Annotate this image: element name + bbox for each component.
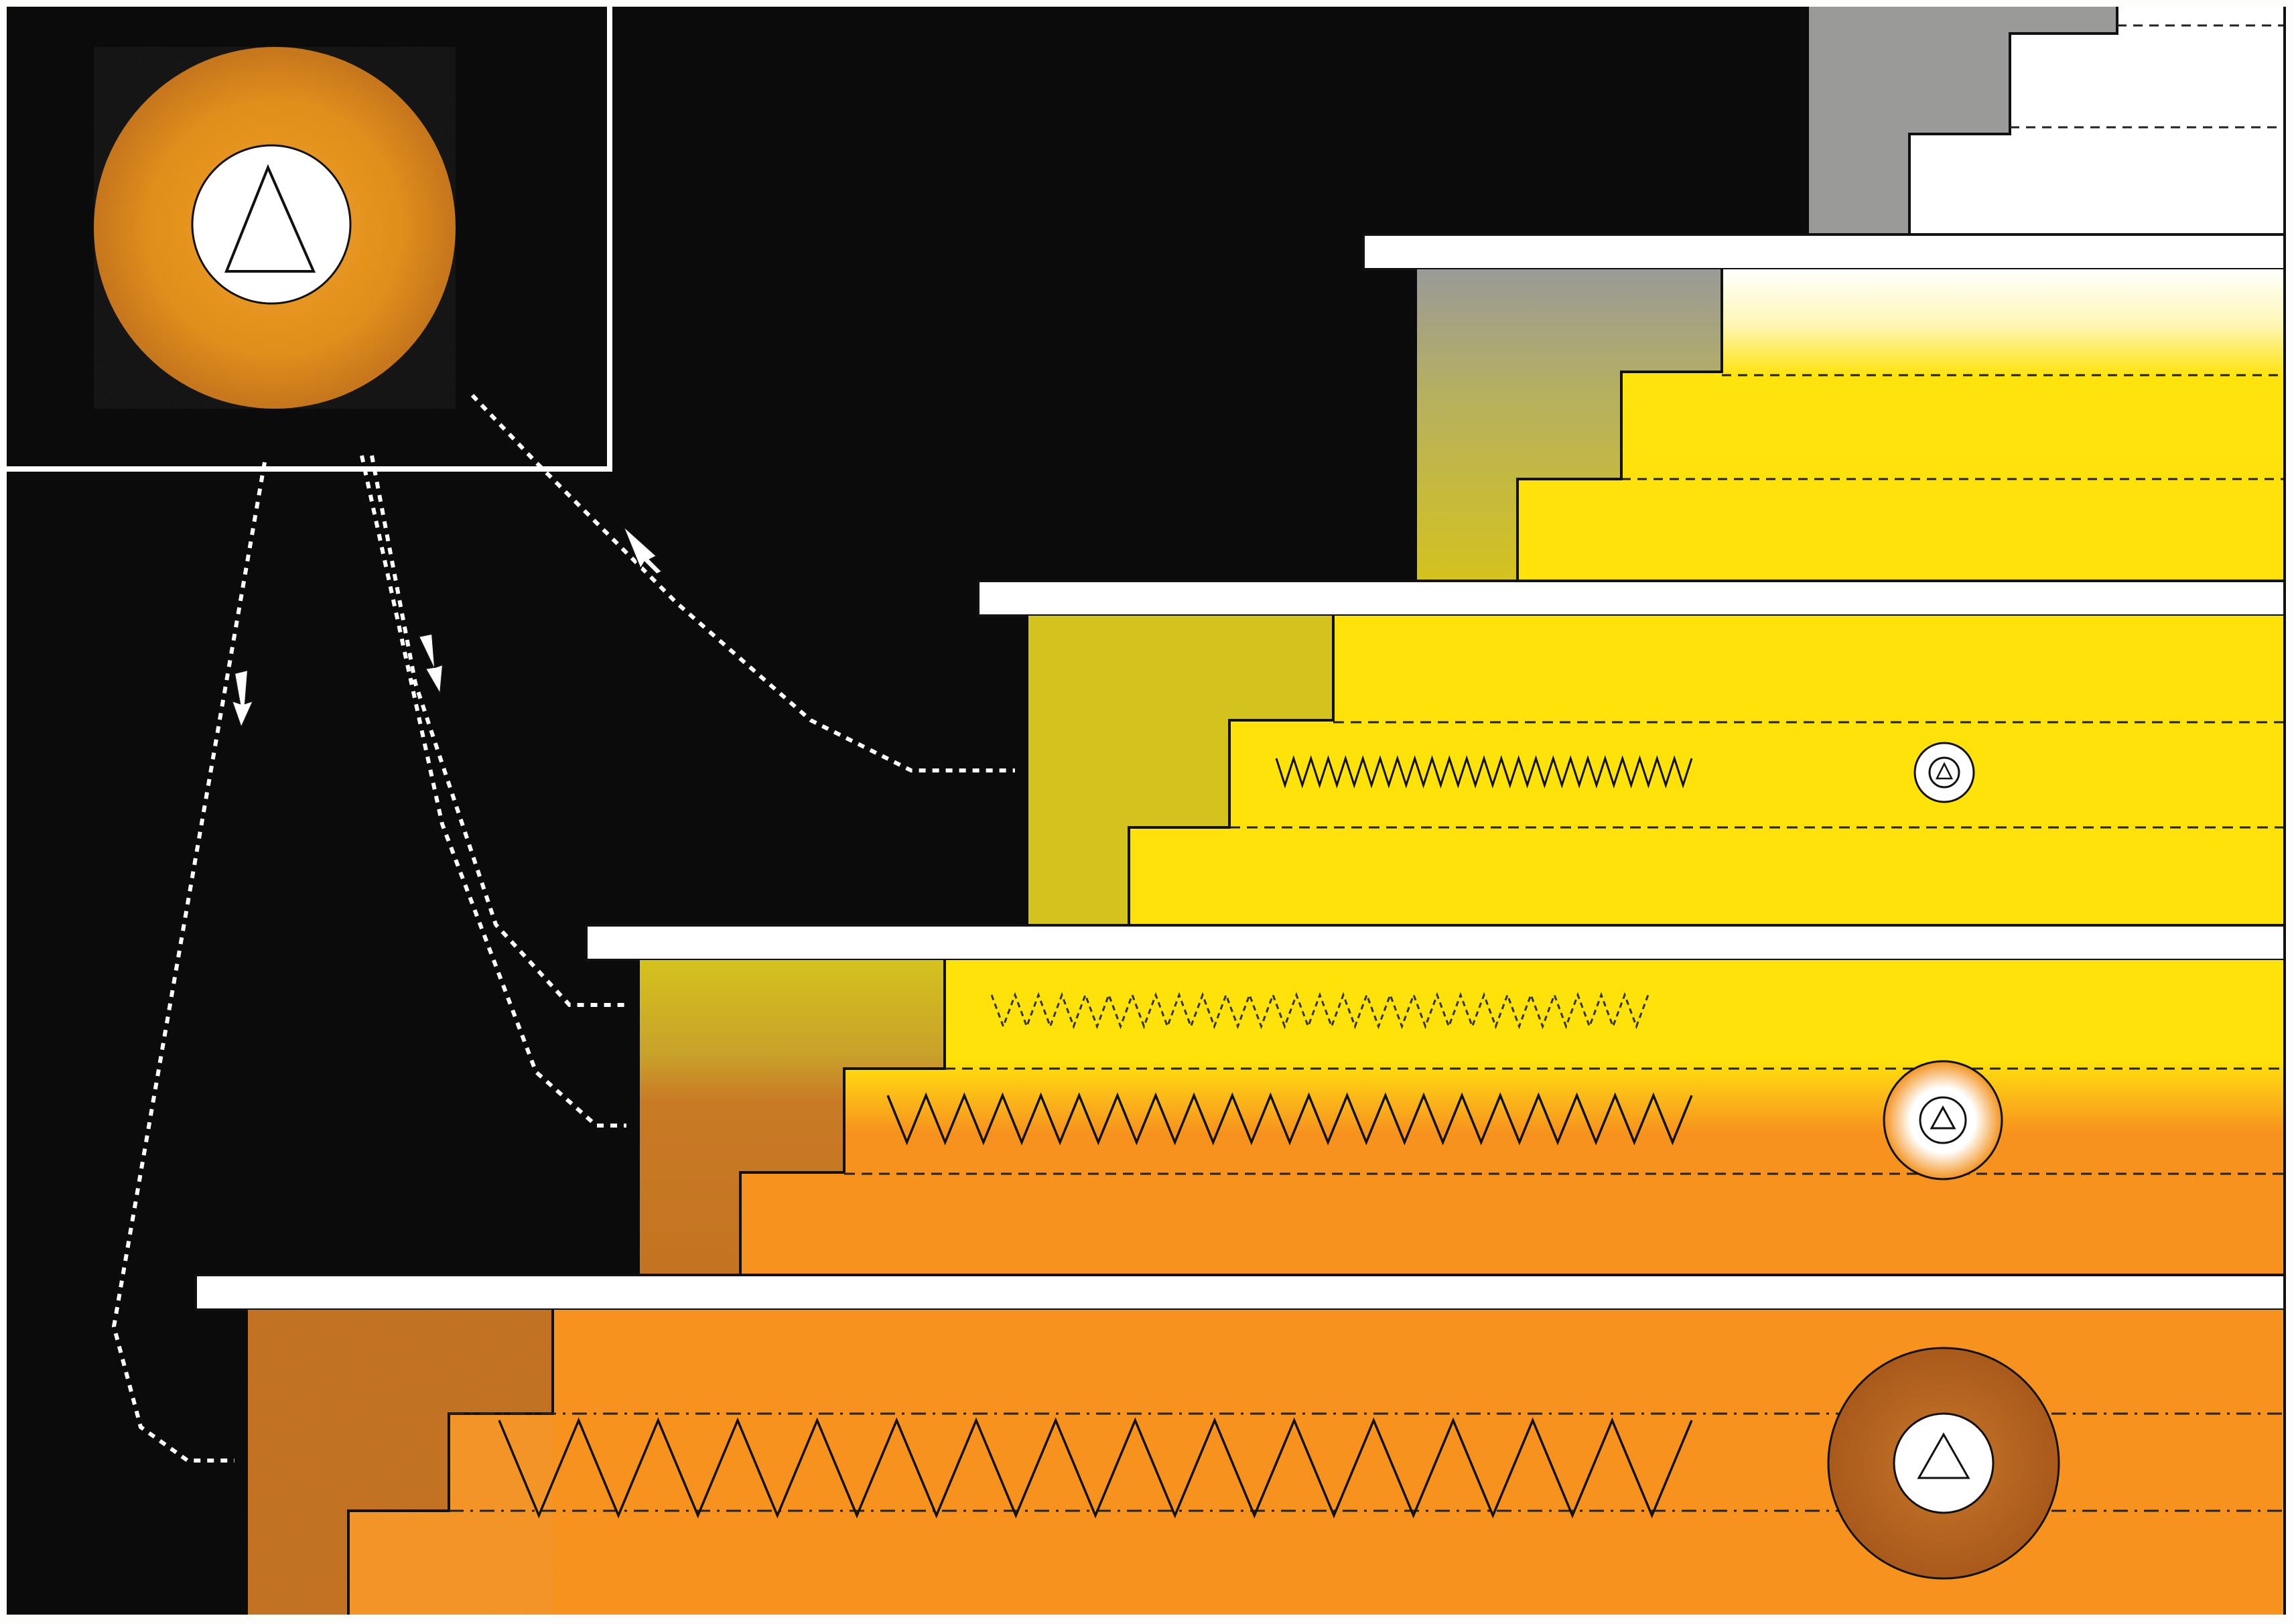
tier-yellow-orange	[640, 960, 2285, 1275]
tier-white	[1809, 7, 2285, 234]
shelf-4	[194, 1274, 2286, 1311]
connector-to-tier5	[111, 462, 267, 1463]
shelf-1	[1362, 233, 2286, 271]
triangle-icon	[224, 163, 316, 273]
zigzag-pattern	[886, 1092, 1693, 1146]
arrow-icon	[230, 525, 663, 730]
shelf-2	[977, 580, 2286, 617]
zigzag-pattern	[498, 1417, 1693, 1519]
zigzag-pattern	[1275, 755, 1693, 789]
triangle-icon	[1930, 1105, 1956, 1130]
connector-lines	[111, 393, 1015, 1463]
ring-emblem	[1827, 1347, 2060, 1580]
tier-pale-yellow	[1417, 269, 2285, 581]
triangle-icon	[1935, 762, 1954, 780]
tier-yellow	[1028, 616, 2285, 925]
ring-emblem	[1913, 742, 1975, 803]
ring-emblem	[1883, 1060, 2003, 1180]
zigzag-pattern-dashed	[990, 992, 1649, 1030]
connector-to-tier3	[470, 393, 1015, 772]
connector-to-tier4-upper	[370, 455, 626, 1007]
triangle-icon	[1917, 1432, 1970, 1479]
shelf-3	[585, 924, 2286, 961]
tier-orange	[248, 1310, 2285, 1615]
emblem-frame	[7, 7, 612, 472]
